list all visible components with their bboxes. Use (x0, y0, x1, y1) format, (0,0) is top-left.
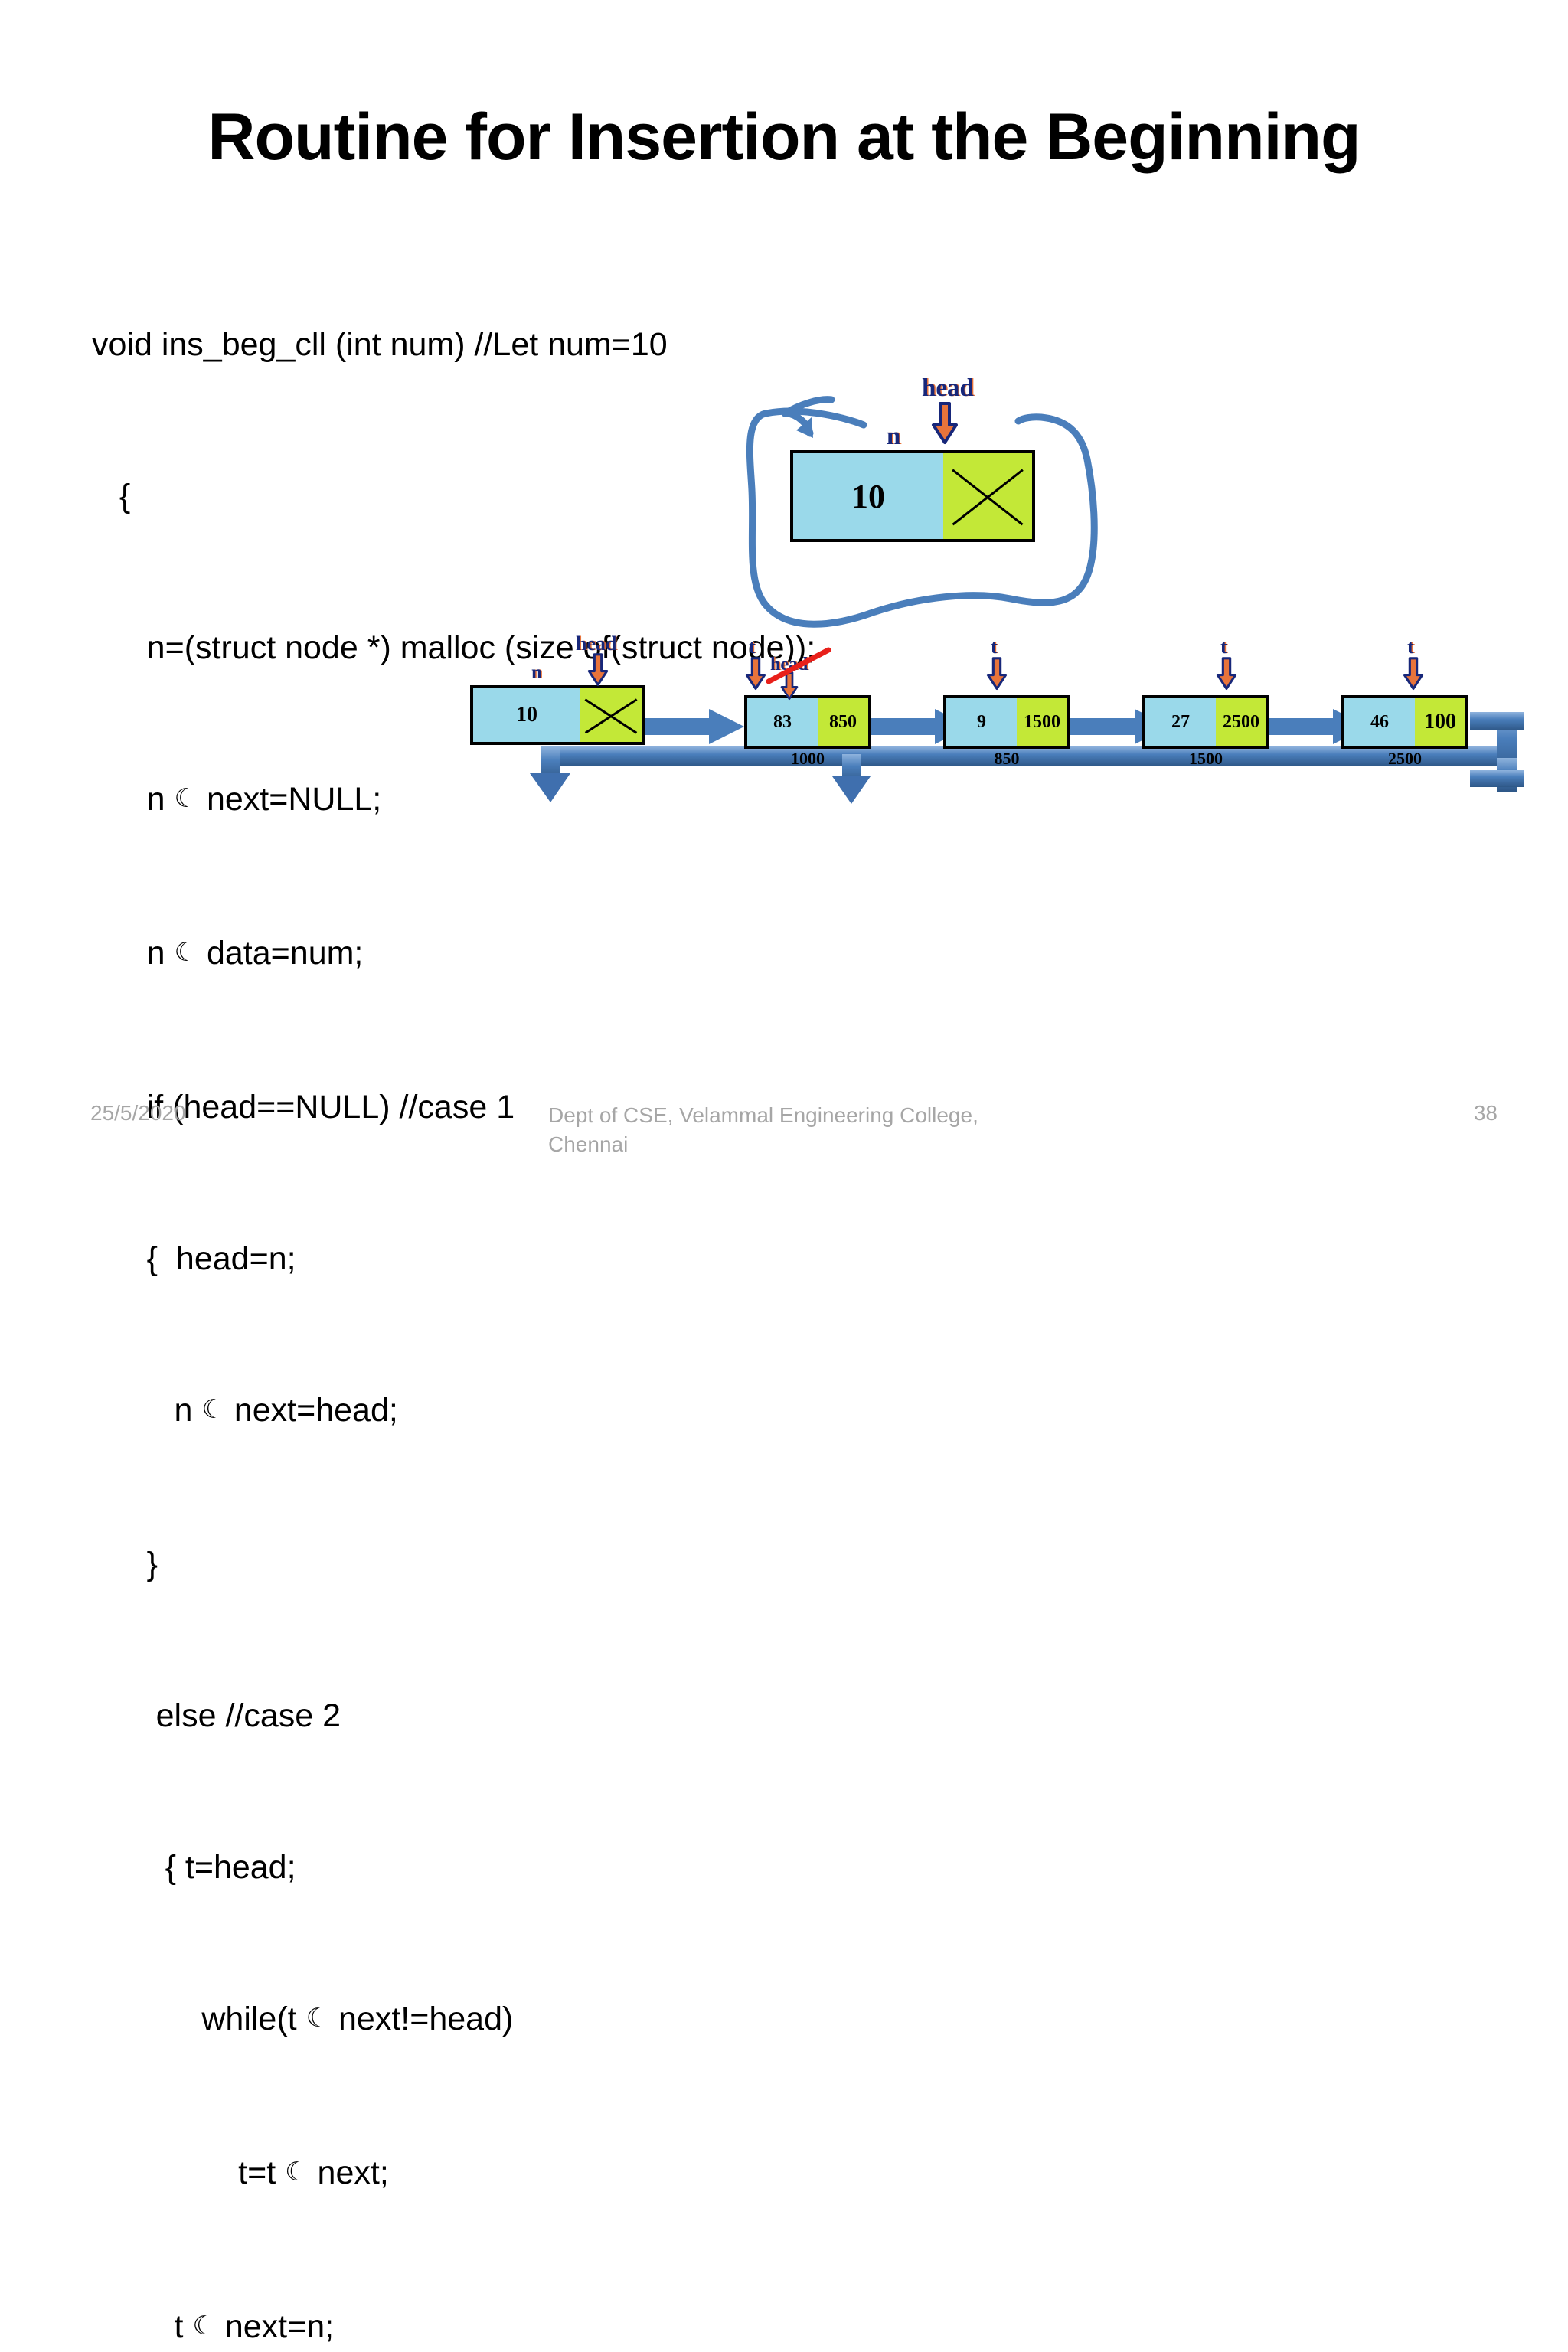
down-arrow-icon (1403, 657, 1424, 690)
footer-institution-line1: Dept of CSE, Velammal Engineering Colleg… (548, 1103, 978, 1127)
bottom-head-label: head (576, 632, 617, 655)
list-node-3: 46 100 (1341, 695, 1468, 749)
list-node-1: 9 1500 (943, 695, 1070, 749)
list-node-3-next-cell: 100 (1415, 698, 1465, 746)
down-arrow-icon (932, 402, 958, 444)
arrow-operator-icon: ☾ (305, 2003, 330, 2034)
down-arrow-icon (986, 657, 1008, 690)
arrow-operator-icon: ☾ (201, 1394, 225, 1425)
code-line-3: n ☾ next=NULL; (92, 781, 382, 818)
list-node-0-next-cell: 850 (818, 698, 868, 746)
code-line-7: n ☾ next=head; (92, 1392, 398, 1429)
code-line-13: t ☾ next=n; (92, 2308, 335, 2345)
slide-canvas: Routine for Insertion at the Beginning v… (0, 0, 1568, 1176)
list-node-1-pointer-label: t (991, 635, 998, 658)
arrow-operator-icon: ☾ (174, 783, 198, 814)
code-line-8: } (92, 1546, 158, 1583)
slide-footer: 25/5/2020 Dept of CSE, Velammal Engineer… (0, 1092, 1568, 1176)
code-line-5: if (head==NULL) //case 1 (92, 1089, 515, 1125)
down-arrow-icon (745, 657, 766, 690)
list-node-0-pointer-label: t (749, 635, 756, 658)
list-node-2-address: 1500 (1189, 749, 1223, 768)
list-node-0-data-cell: 83 (747, 698, 818, 746)
top-node-label-head: head (922, 374, 974, 402)
code-listing: void ins_beg_cll (int num) //Let num=10 … (92, 218, 816, 2352)
footer-institution-line2: Chennai (548, 1132, 629, 1156)
bottom-new-node-next-cell (580, 688, 642, 742)
code-line-6: { head=n; (92, 1240, 296, 1277)
down-arrow-icon (780, 671, 799, 701)
bottom-new-node-data-cell: 10 (473, 688, 580, 742)
code-line-4: n ☾ data=num; (92, 935, 364, 972)
list-node-1-address: 850 (994, 749, 1020, 768)
list-node-2-data-cell: 27 (1145, 698, 1216, 746)
bottom-new-node: 10 (470, 685, 645, 745)
code-line-9: else //case 2 (92, 1697, 341, 1734)
list-node-1-data-cell: 9 (946, 698, 1017, 746)
code-line-10: { t=head; (92, 1849, 296, 1886)
code-line-11: while(t ☾ next!=head) (92, 2001, 514, 2037)
page-title: Routine for Insertion at the Beginning (207, 100, 1361, 174)
footer-page-number: 38 (1473, 1101, 1498, 1125)
strikethrough-icon (766, 647, 831, 684)
top-node-label-n: n (887, 423, 901, 450)
down-arrow-icon (587, 653, 609, 686)
code-line-2: n=(struct node *) malloc (size of(struct… (92, 629, 816, 666)
list-node-0: 83 850 (744, 695, 871, 749)
down-arrow-icon (1216, 657, 1237, 690)
top-node-data-cell: 10 (793, 453, 943, 539)
list-node-2-pointer-label: t (1220, 635, 1227, 658)
list-node-2: 27 2500 (1142, 695, 1269, 749)
list-node-2-next-cell: 2500 (1216, 698, 1266, 746)
top-node-next-cell (943, 453, 1032, 539)
footer-institution: Dept of CSE, Velammal Engineering Colleg… (548, 1101, 1084, 1159)
footer-date: 25/5/2020 (90, 1101, 186, 1125)
list-node-3-address: 2500 (1388, 749, 1422, 768)
arrow-operator-icon: ☾ (174, 937, 198, 968)
list-node-1-next-cell: 1500 (1017, 698, 1067, 746)
top-new-node: 10 (790, 450, 1035, 542)
arrow-operator-icon: ☾ (192, 2311, 216, 2341)
code-line-12: t=t ☾ next; (92, 2154, 389, 2191)
list-node-0-address: 1000 (791, 749, 825, 768)
list-node-3-data-cell: 46 (1344, 698, 1415, 746)
arrow-operator-icon: ☾ (285, 2157, 309, 2187)
code-line-1: { (92, 478, 131, 514)
code-line-0: void ins_beg_cll (int num) //Let num=10 (92, 326, 668, 363)
bottom-new-node-label-n: n (531, 662, 542, 683)
list-node-3-pointer-label: t (1407, 635, 1414, 658)
